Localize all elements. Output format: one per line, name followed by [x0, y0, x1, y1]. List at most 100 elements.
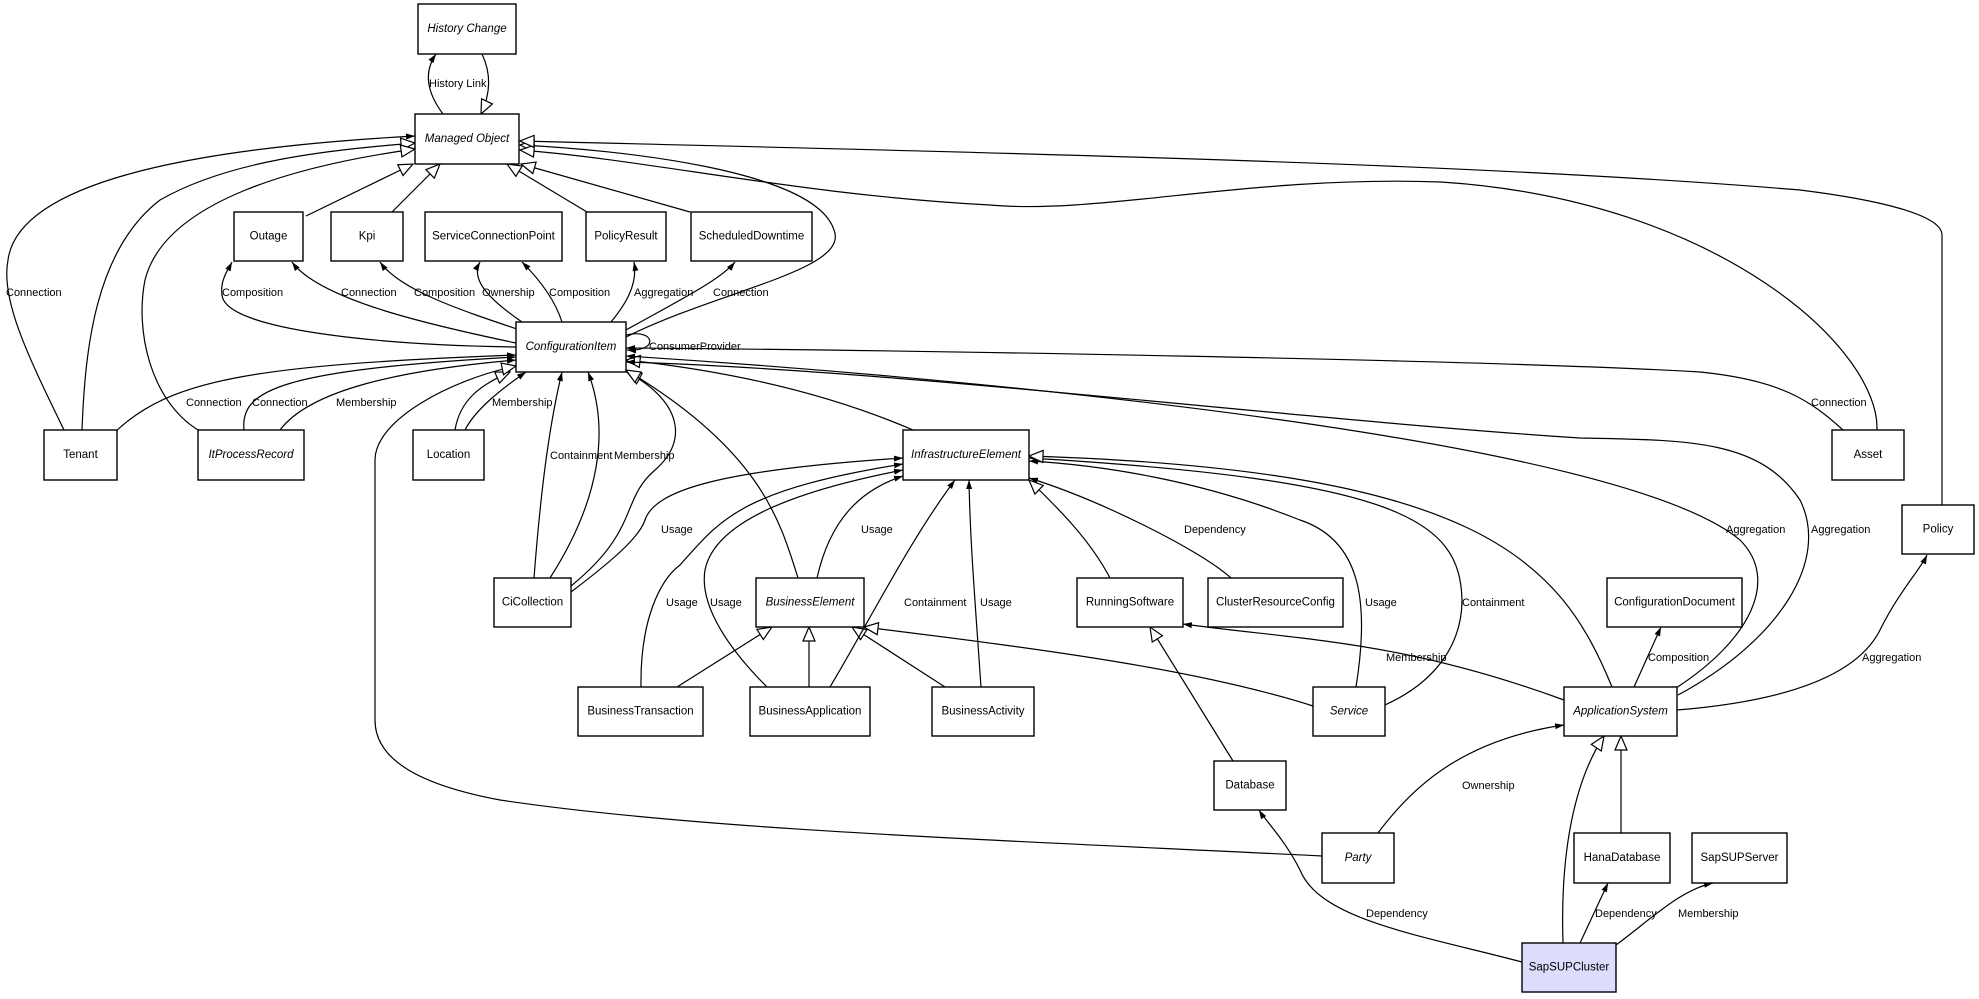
association-edge-configuration-item-to-outage — [291, 261, 517, 344]
class-name: ConfigurationItem — [526, 341, 617, 353]
class-node-sap-supserver[interactable]: SapSUPServer — [1691, 832, 1788, 884]
class-box[interactable] — [1207, 577, 1344, 628]
class-box[interactable] — [1831, 429, 1905, 481]
class-node-running-software[interactable]: RunningSoftware — [1076, 577, 1184, 628]
class-box[interactable] — [1691, 832, 1788, 884]
class-node-infrastructure-element[interactable]: InfrastructureElement — [902, 429, 1030, 481]
class-node-policy[interactable]: Policy — [1901, 504, 1975, 555]
generalization-edge-running-software-to-infrastructure-element — [1029, 480, 1111, 579]
class-box[interactable] — [1321, 832, 1395, 884]
class-name: History Change — [427, 23, 506, 35]
edge-label: Composition — [222, 287, 283, 299]
class-box[interactable] — [1563, 686, 1678, 737]
association-edge-managed-object-to-history-change — [427, 53, 444, 115]
class-box[interactable] — [233, 211, 304, 262]
class-box[interactable] — [690, 211, 813, 262]
class-box[interactable] — [1606, 577, 1743, 628]
class-name: SapSUPCluster — [1529, 962, 1610, 974]
association-edge-application-system-to-configuration-item — [625, 353, 1759, 689]
class-node-managed-object[interactable]: Managed Object — [414, 113, 520, 165]
class-node-application-system[interactable]: ApplicationSystem — [1563, 686, 1678, 737]
edge-label: Connection — [186, 397, 242, 409]
class-box[interactable] — [1901, 504, 1975, 555]
class-name: ServiceConnectionPoint — [432, 231, 556, 243]
class-node-service[interactable]: Service — [1312, 686, 1386, 737]
class-name: BusinessActivity — [941, 706, 1024, 718]
class-box[interactable] — [755, 577, 865, 628]
edge-label: Aggregation — [634, 287, 693, 299]
generalization-edge-application-system-to-infrastructure-element — [1029, 456, 1613, 688]
edge-label: History Link — [429, 78, 487, 90]
class-box[interactable] — [197, 429, 305, 481]
class-box[interactable] — [330, 211, 404, 262]
edge-label: Aggregation — [1811, 524, 1870, 536]
class-box[interactable] — [414, 113, 520, 165]
class-node-it-process-record[interactable]: ItProcessRecord — [197, 429, 305, 481]
class-name: ClusterResourceConfig — [1216, 597, 1335, 609]
generalization-edge-outage-to-managed-object — [305, 164, 413, 217]
class-box[interactable] — [931, 686, 1035, 737]
edge-label: Membership — [614, 450, 675, 462]
class-name: Asset — [1854, 449, 1884, 461]
class-box[interactable] — [424, 211, 563, 262]
class-box[interactable] — [417, 3, 517, 55]
class-box[interactable] — [1213, 760, 1287, 811]
class-node-history-change[interactable]: History Change — [417, 3, 517, 55]
class-box[interactable] — [749, 686, 871, 737]
class-node-ci-collection[interactable]: CiCollection — [493, 577, 572, 628]
class-box[interactable] — [1312, 686, 1386, 737]
generalization-edge-sap-supcluster-to-application-system — [1562, 736, 1604, 944]
edge-label: Connection — [713, 287, 769, 299]
class-node-outage[interactable]: Outage — [233, 211, 304, 262]
edge-label: Connection — [341, 287, 397, 299]
class-name: InfrastructureElement — [911, 449, 1022, 461]
edge-label: Usage — [980, 597, 1012, 609]
class-node-location[interactable]: Location — [412, 429, 485, 481]
edge-label: Dependency — [1595, 908, 1657, 920]
generalization-edge-ci-collection-to-configuration-item — [570, 372, 677, 587]
class-box[interactable] — [902, 429, 1030, 481]
class-name: ScheduledDowntime — [699, 231, 804, 243]
class-name: Location — [427, 449, 470, 461]
class-box[interactable] — [515, 321, 627, 373]
class-node-configuration-document[interactable]: ConfigurationDocument — [1606, 577, 1743, 628]
class-box[interactable] — [412, 429, 485, 481]
class-name: Kpi — [359, 231, 376, 243]
class-node-business-element[interactable]: BusinessElement — [755, 577, 865, 628]
class-box[interactable] — [585, 211, 667, 262]
association-edge-sap-supcluster-to-sap-supserver — [1615, 881, 1714, 946]
edge-label: Connection — [252, 397, 308, 409]
edge-label: Dependency — [1184, 524, 1246, 536]
class-node-policy-result[interactable]: PolicyResult — [585, 211, 667, 262]
class-node-service-connection-point[interactable]: ServiceConnectionPoint — [424, 211, 563, 262]
class-box[interactable] — [493, 577, 572, 628]
generalization-edge-business-activity-to-business-element — [852, 627, 946, 688]
edge-label: ConsumerProvider — [649, 341, 741, 353]
generalization-edge-configuration-item-to-managed-object — [520, 145, 836, 338]
class-node-tenant[interactable]: Tenant — [43, 429, 118, 481]
class-name: PolicyResult — [594, 231, 658, 243]
generalization-edge-database-to-running-software — [1150, 627, 1234, 762]
class-node-hana-database[interactable]: HanaDatabase — [1573, 832, 1671, 884]
class-node-database[interactable]: Database — [1213, 760, 1287, 811]
class-node-cluster-resource-config[interactable]: ClusterResourceConfig — [1207, 577, 1344, 628]
class-node-business-activity[interactable]: BusinessActivity — [931, 686, 1035, 737]
class-box[interactable] — [1076, 577, 1184, 628]
class-node-configuration-item[interactable]: ConfigurationItem — [515, 321, 627, 373]
class-box[interactable] — [1573, 832, 1671, 884]
class-node-asset[interactable]: Asset — [1831, 429, 1905, 481]
class-node-kpi[interactable]: Kpi — [330, 211, 404, 262]
class-node-party[interactable]: Party — [1321, 832, 1395, 884]
class-box[interactable] — [43, 429, 118, 481]
class-node-sap-supcluster[interactable]: SapSUPCluster — [1521, 942, 1617, 993]
association-edge-configuration-item-to-service-connection-point — [521, 261, 563, 323]
class-node-scheduled-downtime[interactable]: ScheduledDowntime — [690, 211, 813, 262]
association-edge-configuration-item-to-policy-result — [610, 261, 639, 323]
class-node-business-application[interactable]: BusinessApplication — [749, 686, 871, 737]
association-edge-cluster-resource-config-to-infrastructure-element — [1028, 477, 1232, 579]
association-edge-service-to-infrastructure-element — [1028, 458, 1363, 688]
class-node-business-transaction[interactable]: BusinessTransaction — [577, 686, 704, 737]
class-box[interactable] — [577, 686, 704, 737]
class-box[interactable] — [1521, 942, 1617, 993]
